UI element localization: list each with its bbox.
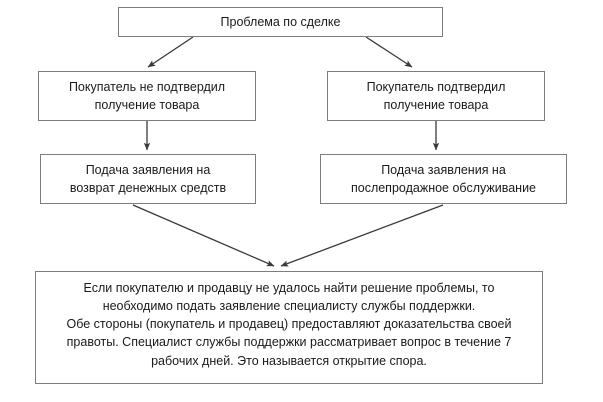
connector-aftersale-to-dispute — [280, 204, 444, 267]
node-problem-with-transaction: Проблема по сделке — [118, 7, 443, 37]
node-text-line: необходимо подать заявление специалисту … — [102, 299, 476, 314]
connector-root-to-not-confirmed — [147, 36, 194, 68]
node-aftersale-service-application: Подача заявления на послепродажное обслу… — [320, 154, 567, 204]
connector-root-to-confirmed — [365, 36, 413, 68]
node-text-line: Покупатель подтвердил — [366, 79, 506, 94]
node-text-line: возврат денежных средств — [69, 181, 227, 195]
node-text-line: рабочих дней. Это называется открытие сп… — [151, 353, 427, 368]
node-text-line: получение товара — [383, 98, 489, 112]
node-dispute-opening-description: Если покупателю и продавцу не удалось на… — [35, 271, 543, 384]
node-text-line: Если покупателю и продавцу не удалось на… — [83, 281, 495, 295]
node-buyer-did-not-confirm-receipt: Покупатель не подтвердил получение товар… — [38, 71, 256, 121]
node-text-line: Покупатель не подтвердил — [68, 79, 226, 94]
node-text-line: послепродажное обслуживание — [350, 181, 537, 195]
node-text-line: Подача заявления на — [85, 162, 211, 177]
connector-refund-to-dispute — [132, 204, 275, 267]
node-text-line: правоты. Специалист службы поддержки рас… — [66, 335, 512, 350]
node-refund-application: Подача заявления на возврат денежных сре… — [40, 154, 256, 204]
node-text-line: Проблема по сделке — [220, 14, 341, 29]
node-text-line: получение товара — [94, 98, 200, 112]
node-buyer-confirmed-receipt: Покупатель подтвердил получение товара — [327, 71, 545, 121]
node-text-line: Обе стороны (покупатель и продавец) пред… — [66, 317, 512, 332]
node-text-line: Подача заявления на — [381, 162, 506, 177]
